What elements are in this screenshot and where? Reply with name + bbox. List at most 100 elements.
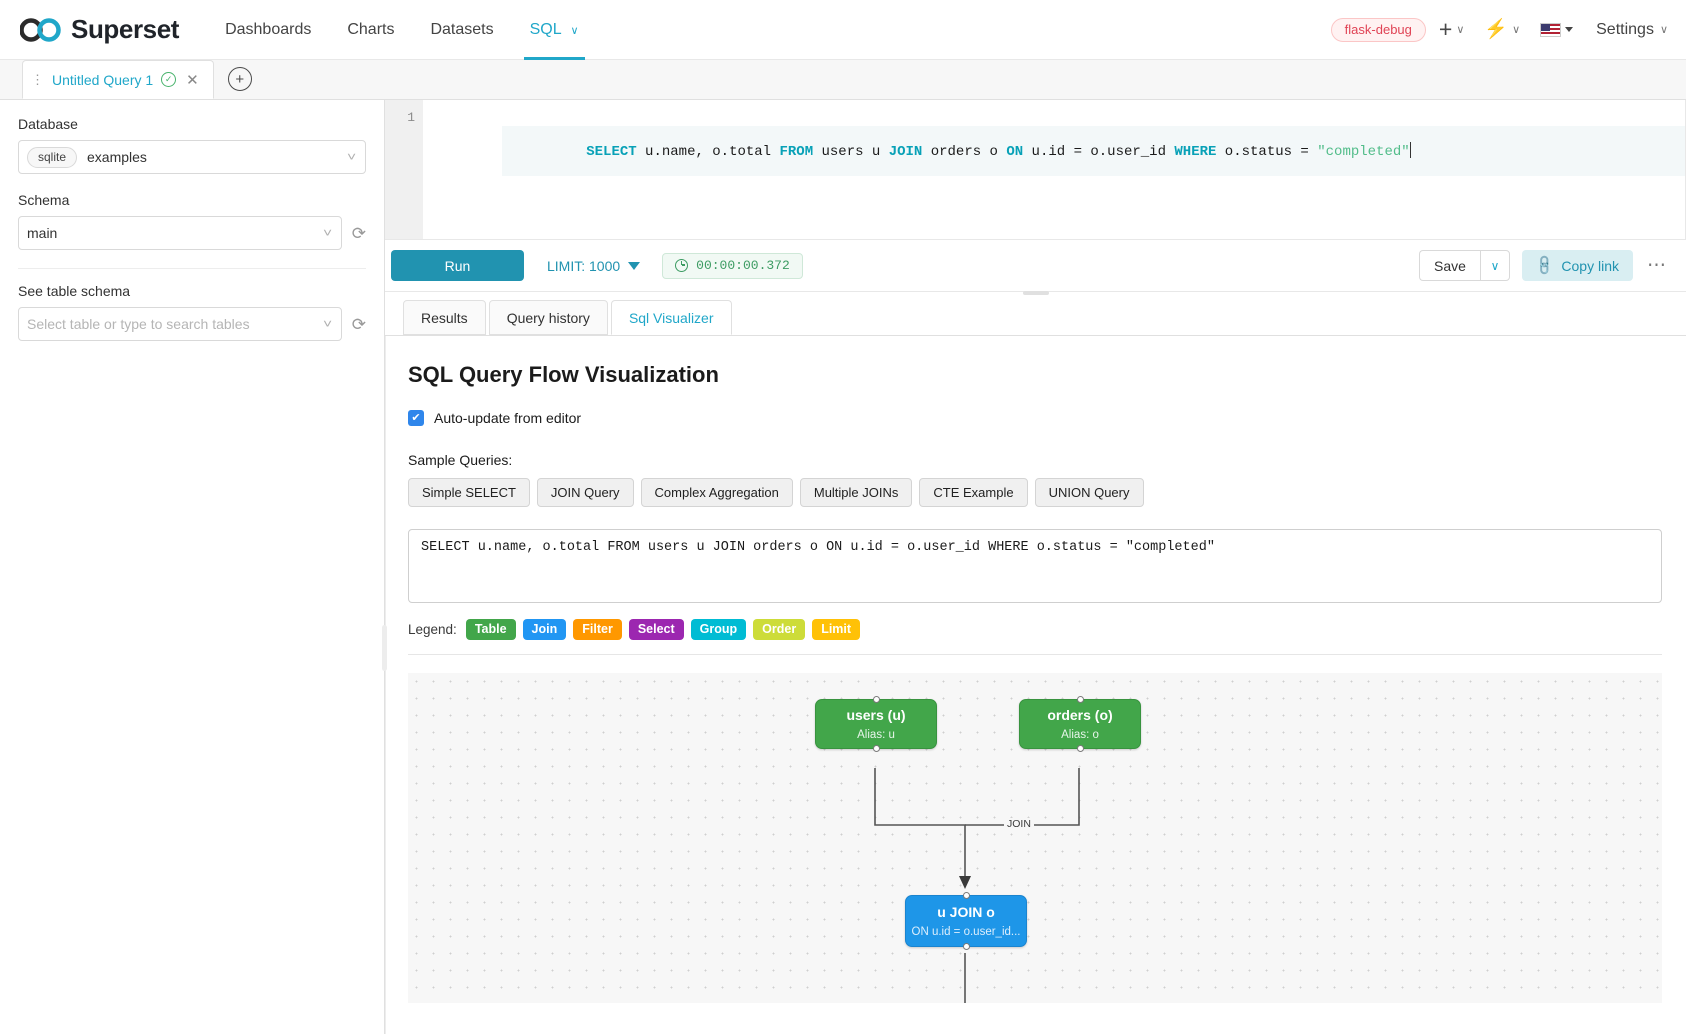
flask-debug-badge: flask-debug [1330,17,1426,42]
limit-label: LIMIT: 1000 [547,257,621,274]
copy-link-button[interactable]: 🔗 Copy link [1521,250,1633,281]
refresh-schema-icon[interactable]: ⟳ [351,223,366,243]
nav-link-dashboards[interactable]: Dashboards [207,0,329,60]
sql-token-keyword: WHERE [1174,144,1217,160]
check-icon: ✔ [411,411,421,424]
nav-link-label: Datasets [430,20,494,38]
editor-code-line: SELECT u.name, o.total FROM users u JOIN… [502,126,1686,176]
brand-text: Superset [71,14,180,44]
body-split: Database sqlite examples ˅ Schema main ˅… [0,100,1686,1034]
sample-queries-row: Simple SELECT JOIN Query Complex Aggrega… [408,478,1662,507]
right-panel: 1 SELECT u.name, o.total FROM users u JO… [385,100,1686,1034]
settings-menu[interactable]: Settings ∨ [1586,21,1668,39]
add-query-tab-button[interactable]: + [227,67,252,91]
drag-handle-icon[interactable]: ⋮ [31,72,44,87]
sample-button-simple-select[interactable]: Simple SELECT [408,478,530,507]
nav-link-sql[interactable]: SQL ∨ [512,0,597,60]
legend-badge-join: Join [522,619,567,640]
close-icon[interactable]: ✕ [186,71,199,89]
sample-button-join-query[interactable]: JOIN Query [536,478,634,507]
query-tab-untitled-query-1[interactable]: ⋮ Untitled Query 1 ✓ ✕ [22,60,214,99]
more-options-icon[interactable]: ⋯ [1647,255,1666,276]
auto-update-row: ✔ Auto-update from editor [408,410,1662,426]
sql-token-string: "completed" [1317,144,1410,160]
schema-value: main [27,225,58,241]
save-button[interactable]: Save [1419,250,1480,281]
auto-update-checkbox[interactable]: ✔ [408,410,424,426]
chevron-down-icon: ∨ [1659,24,1668,36]
limit-dropdown[interactable]: LIMIT: 1000 [547,257,641,274]
copy-link-label: Copy link [1561,257,1619,274]
flow-node-join[interactable]: u JOIN o ON u.id = o.user_id... [905,892,1027,950]
chevron-down-icon: ∨ [1456,24,1465,36]
nav-links: Dashboards Charts Datasets SQL ∨ [207,0,596,60]
text-caret [1409,142,1411,158]
superset-logo-icon [20,17,61,42]
node-title: u JOIN o [937,903,995,920]
flow-canvas[interactable]: users (u) Alias: u orders (o) Alias: o J… [408,673,1662,1003]
schema-select[interactable]: main ˅ [18,216,342,250]
save-dropdown-button[interactable]: ∨ [1479,250,1510,281]
bolt-icon: ⚡ [1484,19,1509,40]
legend-badge-limit: Limit [812,619,861,640]
sample-button-union-query[interactable]: UNION Query [1034,478,1144,507]
node-subtitle: Alias: u [857,729,895,742]
nav-link-label: Dashboards [225,20,312,38]
tab-results[interactable]: Results [403,300,486,335]
top-navbar: Superset Dashboards Charts Datasets SQL … [0,0,1686,60]
quick-actions-menu[interactable]: ⚡ ∨ [1477,20,1527,39]
sql-token-keyword: SELECT [586,144,637,160]
sample-queries-label: Sample Queries: [408,452,513,468]
nav-link-label: SQL [529,20,562,38]
run-button[interactable]: Run [391,250,524,281]
nav-link-datasets[interactable]: Datasets [412,0,511,60]
query-input[interactable] [408,529,1662,603]
node-port-bottom [872,745,880,752]
node-port-bottom [1076,745,1084,752]
toolbar-right: Save ∨ 🔗 Copy link ⋯ [1419,250,1668,281]
sql-token-keyword: FROM [779,144,814,160]
database-select[interactable]: sqlite examples ˅ [18,140,366,174]
query-tab-label: Untitled Query 1 [52,71,154,88]
schema-label: Schema [18,192,70,208]
legend-badge-filter: Filter [573,619,622,640]
superset-brand[interactable]: Superset [0,14,207,45]
chevron-down-icon: ∨ [570,24,579,37]
line-number: 1 [407,110,415,125]
flow-node-orders[interactable]: orders (o) Alias: o [1019,696,1141,752]
node-port-top [1076,696,1084,703]
table-select-placeholder: Select table or type to search tables [27,316,250,332]
sql-token-text: u.name, o.total [636,144,780,160]
flow-node-users[interactable]: users (u) Alias: u [815,696,937,752]
language-menu[interactable] [1533,22,1580,37]
legend-badge-group: Group [690,619,747,640]
editor-toolbar: Run LIMIT: 1000 00:00:00.372 Save ∨ 🔗 C [385,240,1686,295]
result-tabs: Results Query history Sql Visualizer [385,292,1686,336]
chevron-down-icon: ∨ [1490,258,1500,273]
legend-badge-select: Select [628,619,684,640]
nav-link-charts[interactable]: Charts [329,0,412,60]
node-subtitle: ON u.id = o.user_id... [911,926,1021,939]
tab-label: Query history [506,309,590,326]
nav-link-label: Charts [347,20,395,38]
schema-row: main ˅ ⟳ [18,216,366,250]
panel-resize-handle[interactable] [382,625,387,671]
editor-gutter: 1 [385,100,423,239]
editor-resize-handle[interactable] [1022,291,1049,295]
save-button-group: Save ∨ [1419,250,1510,281]
refresh-tables-icon[interactable]: ⟳ [351,314,366,334]
sample-button-multiple-joins[interactable]: Multiple JOINs [799,478,913,507]
new-item-menu[interactable]: + ∨ [1432,18,1472,41]
tab-query-history[interactable]: Query history [488,300,608,335]
navbar-right: flask-debug + ∨ ⚡ ∨ Settings ∨ [1330,17,1686,42]
legend-badge-table: Table [465,619,516,640]
plus-icon: + [235,70,245,88]
sql-token-text: o.status = [1216,144,1318,160]
sql-editor[interactable]: 1 SELECT u.name, o.total FROM users u JO… [385,100,1686,240]
sample-button-complex-aggregation[interactable]: Complex Aggregation [640,478,793,507]
caret-down-icon [1565,27,1574,32]
table-select[interactable]: Select table or type to search tables ˅ [18,307,342,341]
sample-button-cte-example[interactable]: CTE Example [919,478,1028,507]
editor-code-area[interactable]: SELECT u.name, o.total FROM users u JOIN… [423,100,1686,239]
tab-sql-visualizer[interactable]: Sql Visualizer [610,300,732,335]
